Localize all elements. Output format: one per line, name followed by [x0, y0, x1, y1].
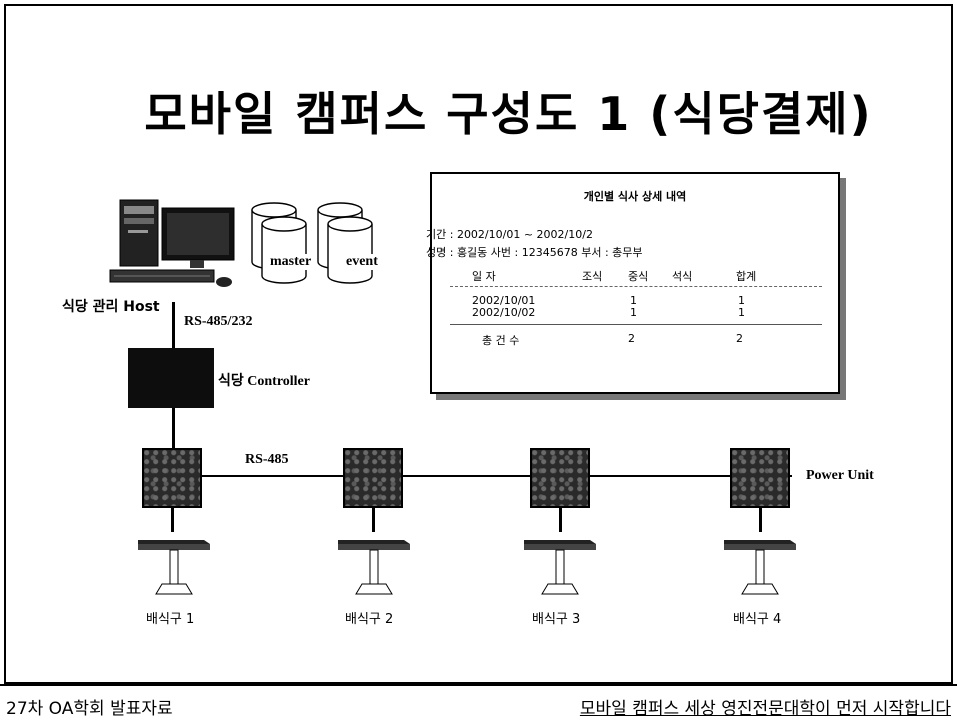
- card-terminal-icon-2: [338, 540, 410, 595]
- controller-label: 식당 Controller: [218, 374, 310, 389]
- footer-right-text: 모바일 캠퍼스 세상 영진전문대학이 먼저 시작합니다: [579, 699, 951, 719]
- report-header-date: 일 자: [472, 270, 496, 283]
- database-icons: [251, 202, 373, 284]
- report-divider-bottom: [450, 324, 822, 325]
- host-label: 식당 관리 Host: [62, 299, 160, 315]
- bus-label: RS-485: [245, 452, 289, 467]
- report-row-2-date: 2002/10/02: [472, 306, 536, 319]
- meal-report-panel: 개인별 식사 상세 내역 기간 : 2002/10/01 ~ 2002/10/2…: [426, 172, 840, 394]
- report-title: 개인별 식사 상세 내역: [583, 190, 687, 203]
- report-row-1-total: 1: [738, 294, 745, 307]
- controller-box: [128, 348, 214, 408]
- report-row-1-date: 2002/10/01: [472, 294, 536, 307]
- report-header-lunch: 중식: [628, 270, 649, 283]
- report-total-sum: 2: [736, 332, 743, 345]
- slide-title: 모바일 캠퍼스 구성도 1 (식당결제): [144, 87, 873, 141]
- link-controller-unit: [172, 408, 175, 448]
- report-header-total: 합계: [736, 270, 757, 283]
- host-computer-icon: [109, 199, 235, 287]
- link-host-controller: [172, 302, 175, 348]
- power-unit-label: Power Unit: [806, 468, 874, 483]
- stem-3: [559, 508, 562, 532]
- stem-1: [171, 508, 174, 532]
- report-header-dinner: 석식: [672, 270, 693, 283]
- reader-unit-2: [343, 448, 403, 508]
- footer-left-text: 27차 OA학회 발표자료: [6, 699, 173, 719]
- terminal-label-3: 배식구 3: [532, 612, 581, 627]
- report-person: 성명 : 홍길동 사번 : 12345678 부서 : 총무부: [426, 246, 643, 259]
- stem-2: [372, 508, 375, 532]
- slide-footer: 27차 OA학회 발표자료 모바일 캠퍼스 세상 영진전문대학이 먼저 시작합니…: [0, 684, 957, 720]
- db-label-event: event: [346, 254, 378, 270]
- card-terminal-icon-1: [138, 540, 210, 595]
- terminal-label-4: 배식구 4: [733, 612, 782, 627]
- db-label-master: master: [270, 254, 312, 270]
- report-row-1-lunch: 1: [630, 294, 637, 307]
- report-row-2-total: 1: [738, 306, 745, 319]
- terminal-label-1: 배식구 1: [146, 612, 195, 627]
- reader-unit-3: [530, 448, 590, 508]
- report-row-2-lunch: 1: [630, 306, 637, 319]
- link-top-label: RS-485/232: [184, 314, 253, 329]
- report-divider-top: [450, 286, 822, 287]
- stem-4: [759, 508, 762, 532]
- bus-line: [172, 475, 792, 477]
- report-total-lunch: 2: [628, 332, 635, 345]
- report-period: 기간 : 2002/10/01 ~ 2002/10/2: [426, 228, 593, 241]
- terminal-label-2: 배식구 2: [345, 612, 394, 627]
- card-terminal-icon-4: [724, 540, 796, 595]
- report-header-breakfast: 조식: [582, 270, 603, 283]
- report-total-label: 총 건 수: [482, 334, 520, 347]
- card-terminal-icon-3: [524, 540, 596, 595]
- reader-unit-4: [730, 448, 790, 508]
- reader-unit-1: [142, 448, 202, 508]
